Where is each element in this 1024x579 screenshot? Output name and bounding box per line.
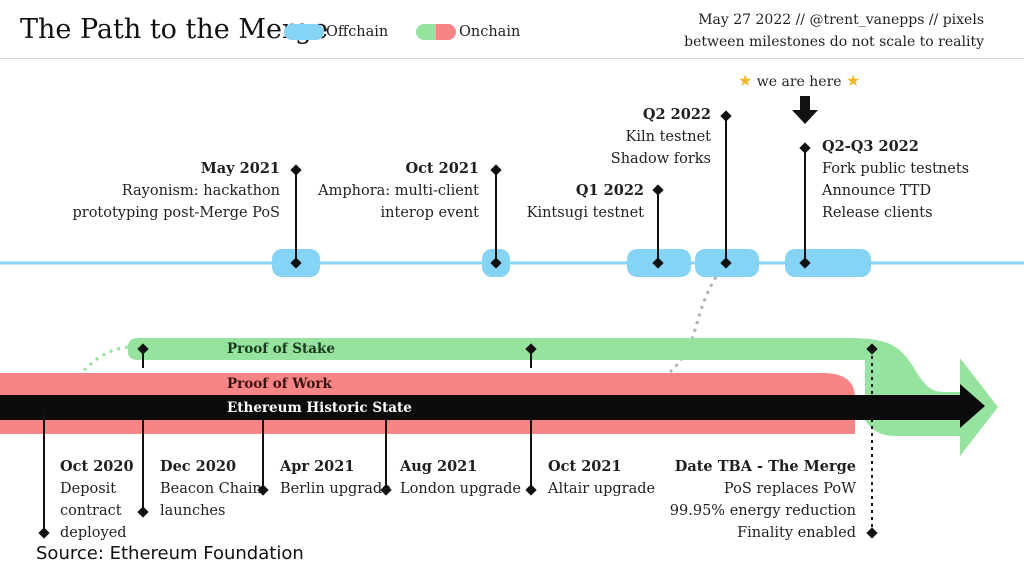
event-q2-q3-2022-line-2: Announce TTD [822, 183, 932, 199]
star-icon: ★ [738, 71, 753, 90]
legend-offchain-label: Offchain [326, 24, 389, 40]
event-q2-2022-line-2: Shadow forks [610, 151, 711, 167]
we-are-here-label: ★ we are here ★ [738, 70, 860, 93]
legend-onchain-swatch [416, 24, 456, 40]
historic-state-label: Ethereum Historic State [227, 400, 412, 416]
we-are-here-arrow-icon [792, 96, 818, 124]
event-oct-2021-altair-line-1: Altair upgrade [548, 481, 656, 497]
event-may-2021-line-2: prototyping post-Merge PoS [72, 205, 280, 221]
event-may-2021-title: May 2021 [200, 160, 280, 177]
event-dec-2020-title: Dec 2020 [160, 458, 237, 475]
we-are-here-text: we are here [756, 74, 842, 90]
star-icon: ★ [846, 71, 861, 90]
event-q1-2022-title: Q1 2022 [575, 182, 644, 199]
event-q2-q3-2022-line-3: Release clients [822, 205, 933, 221]
event-merge-line-3: Finality enabled [737, 525, 856, 541]
page-title: The Path to the Merge [20, 14, 329, 45]
event-dec-2020-line-2: launches [160, 503, 226, 519]
event-merge-line-2: 99.95% energy reduction [669, 503, 856, 519]
source-credit: Source: Ethereum Foundation [36, 543, 304, 564]
proof-of-work-label: Proof of Work [227, 376, 332, 392]
event-may-2021-line-1: Rayonism: hackathon [121, 183, 280, 199]
event-apr-2021-title: Apr 2021 [280, 458, 355, 475]
event-oct-2020-line-3: deployed [60, 525, 127, 541]
historic-state-arrow [0, 384, 985, 428]
event-oct-2020-line-2: contract [60, 503, 122, 519]
event-q2-2022-title: Q2 2022 [642, 106, 711, 123]
event-q1-2022-line-1: Kintsugi testnet [526, 205, 644, 221]
onchain-diamonds [38, 343, 878, 539]
offchain-markers [295, 116, 806, 263]
beacon-connector-dotted [43, 345, 129, 399]
event-oct-2021-amphora-line-2: interop event [380, 205, 479, 221]
event-aug-2021-line-1: London upgrade [400, 481, 521, 497]
byline: May 27 2022 // @trent_vanepps // pixels … [684, 9, 984, 53]
legend-offchain-swatch [284, 24, 324, 40]
byline-line-1: May 27 2022 // @trent_vanepps // pixels [698, 12, 984, 28]
offchain-pill-q2-q3-2022 [785, 249, 871, 277]
proof-of-stake-band [128, 338, 998, 456]
event-oct-2021-amphora-title: Oct 2021 [405, 160, 479, 177]
onchain-markers [43, 349, 873, 533]
proof-of-stake-label: Proof of Stake [227, 341, 335, 357]
byline-line-2: between milestones do not scale to reali… [684, 34, 984, 50]
event-apr-2021-line-1: Berlin upgrade [280, 481, 391, 497]
event-merge-title: Date TBA - The Merge [674, 458, 856, 475]
header-divider [0, 58, 1024, 59]
event-oct-2020-title: Oct 2020 [60, 458, 134, 475]
legend-onchain-label: Onchain [459, 24, 521, 40]
event-q2-q3-2022-line-1: Fork public testnets [822, 161, 970, 177]
event-dec-2020-line-1: Beacon Chain [160, 481, 262, 497]
event-oct-2020-line-1: Deposit [60, 481, 117, 497]
event-q2-2022-line-1: Kiln testnet [625, 129, 711, 145]
event-aug-2021-title: Aug 2021 [400, 458, 478, 475]
event-merge-line-1: PoS replaces PoW [723, 481, 856, 497]
event-oct-2021-altair-title: Oct 2021 [548, 458, 622, 475]
event-q2-q3-2022-title: Q2-Q3 2022 [822, 138, 919, 155]
event-oct-2021-amphora-line-1: Amphora: multi-client [318, 183, 479, 199]
